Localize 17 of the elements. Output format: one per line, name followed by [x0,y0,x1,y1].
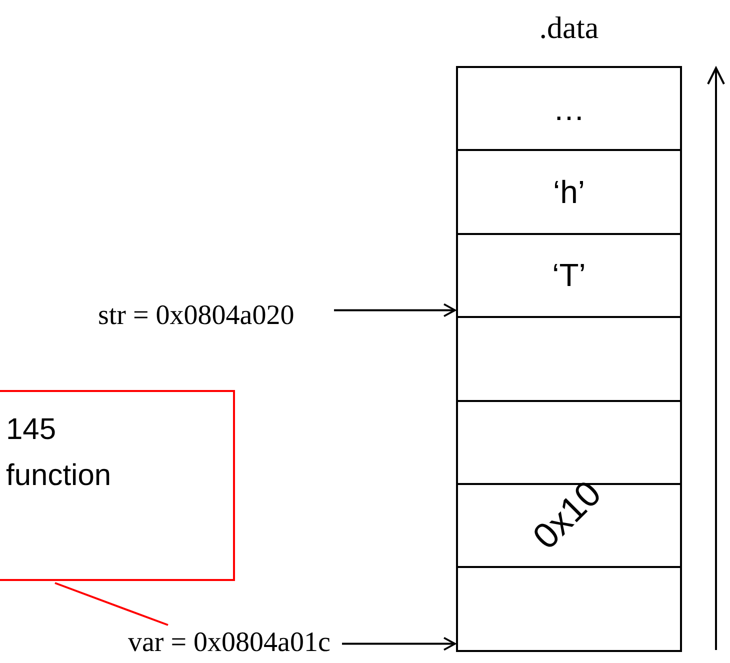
memory-cell [456,316,682,402]
arrow [342,636,456,651]
section-heading: .data [538,9,600,47]
callout-box [0,390,235,581]
memory-cell [456,232,682,318]
memory-cell [456,66,682,152]
arrow [334,303,456,318]
cell-value: ‘T’ [552,256,586,294]
cell-value: ‘h’ [552,173,585,212]
address-label: var = 0x0804a01c [128,627,330,659]
callout-text: function [6,458,112,494]
memory-cell [456,566,682,652]
callout-text: 145 [6,412,58,448]
cell-value: … [553,90,585,128]
memory-cell [456,483,682,568]
address-label: str = 0x0804a020 [98,300,294,332]
memory-cell [456,149,682,235]
